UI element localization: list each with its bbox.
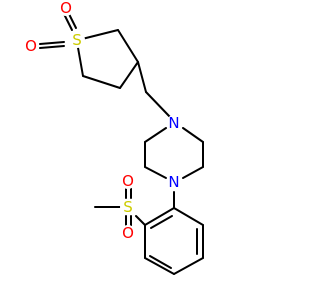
benzene-ring-bonds [144,207,204,275]
bond-c-n2-left [144,166,167,179]
bond-n1-c-left [144,127,167,143]
sulfolane-ring-bonds [76,29,139,89]
atom-label: S [72,31,82,49]
bond-c-n2-right [182,166,204,179]
bond-ar-inner-c [150,215,173,229]
atom-o-sulfolane-top: O [58,0,74,17]
atom-o-sulfonyl-top: O [120,172,136,190]
bond-s-o-left-a [39,45,65,49]
atom-label: O [122,224,134,242]
atom-s-sulfonyl: S [120,198,136,216]
atom-label: S [123,198,133,216]
atom-s-sulfolane: S [69,31,85,49]
bond-n1-c-right [182,127,204,143]
bond-s-o-left-b [39,41,65,45]
bond-aryl-s [135,215,146,226]
bond-ch-n [145,91,171,118]
sulfonyl-bonds [94,186,132,228]
piperazine-ring-bonds [144,127,204,179]
bond-ch-to-ring [137,61,147,93]
atom-label: N [168,173,179,191]
atom-n-piperazine-top: N [166,114,182,132]
atom-n-piperazine-bottom: N [166,173,182,191]
bond-ar-6-1 [144,207,175,226]
atom-labels: O S O N N O S O [23,0,182,242]
bond-ring-ch-ch2 [82,75,121,89]
bond-ring-ch2-ch2 [117,29,139,63]
atom-label: O [122,172,134,190]
atom-o-sulfolane-left: O [23,37,39,55]
atom-label: N [168,114,179,132]
bond-ar-inner-b [149,255,172,269]
atom-label: O [60,0,72,17]
bond-ar-3-4 [173,257,204,275]
molecule-structure-diagram: O S O N N O S O [23,0,204,275]
bond-s-o-top-a [63,13,73,31]
atom-label: O [25,37,37,55]
bond-ar-1-2 [173,207,204,226]
bond-ring-ch2-ch [119,61,139,89]
bond-ar-4-5 [144,257,175,275]
atom-o-sulfonyl-bottom: O [120,224,136,242]
